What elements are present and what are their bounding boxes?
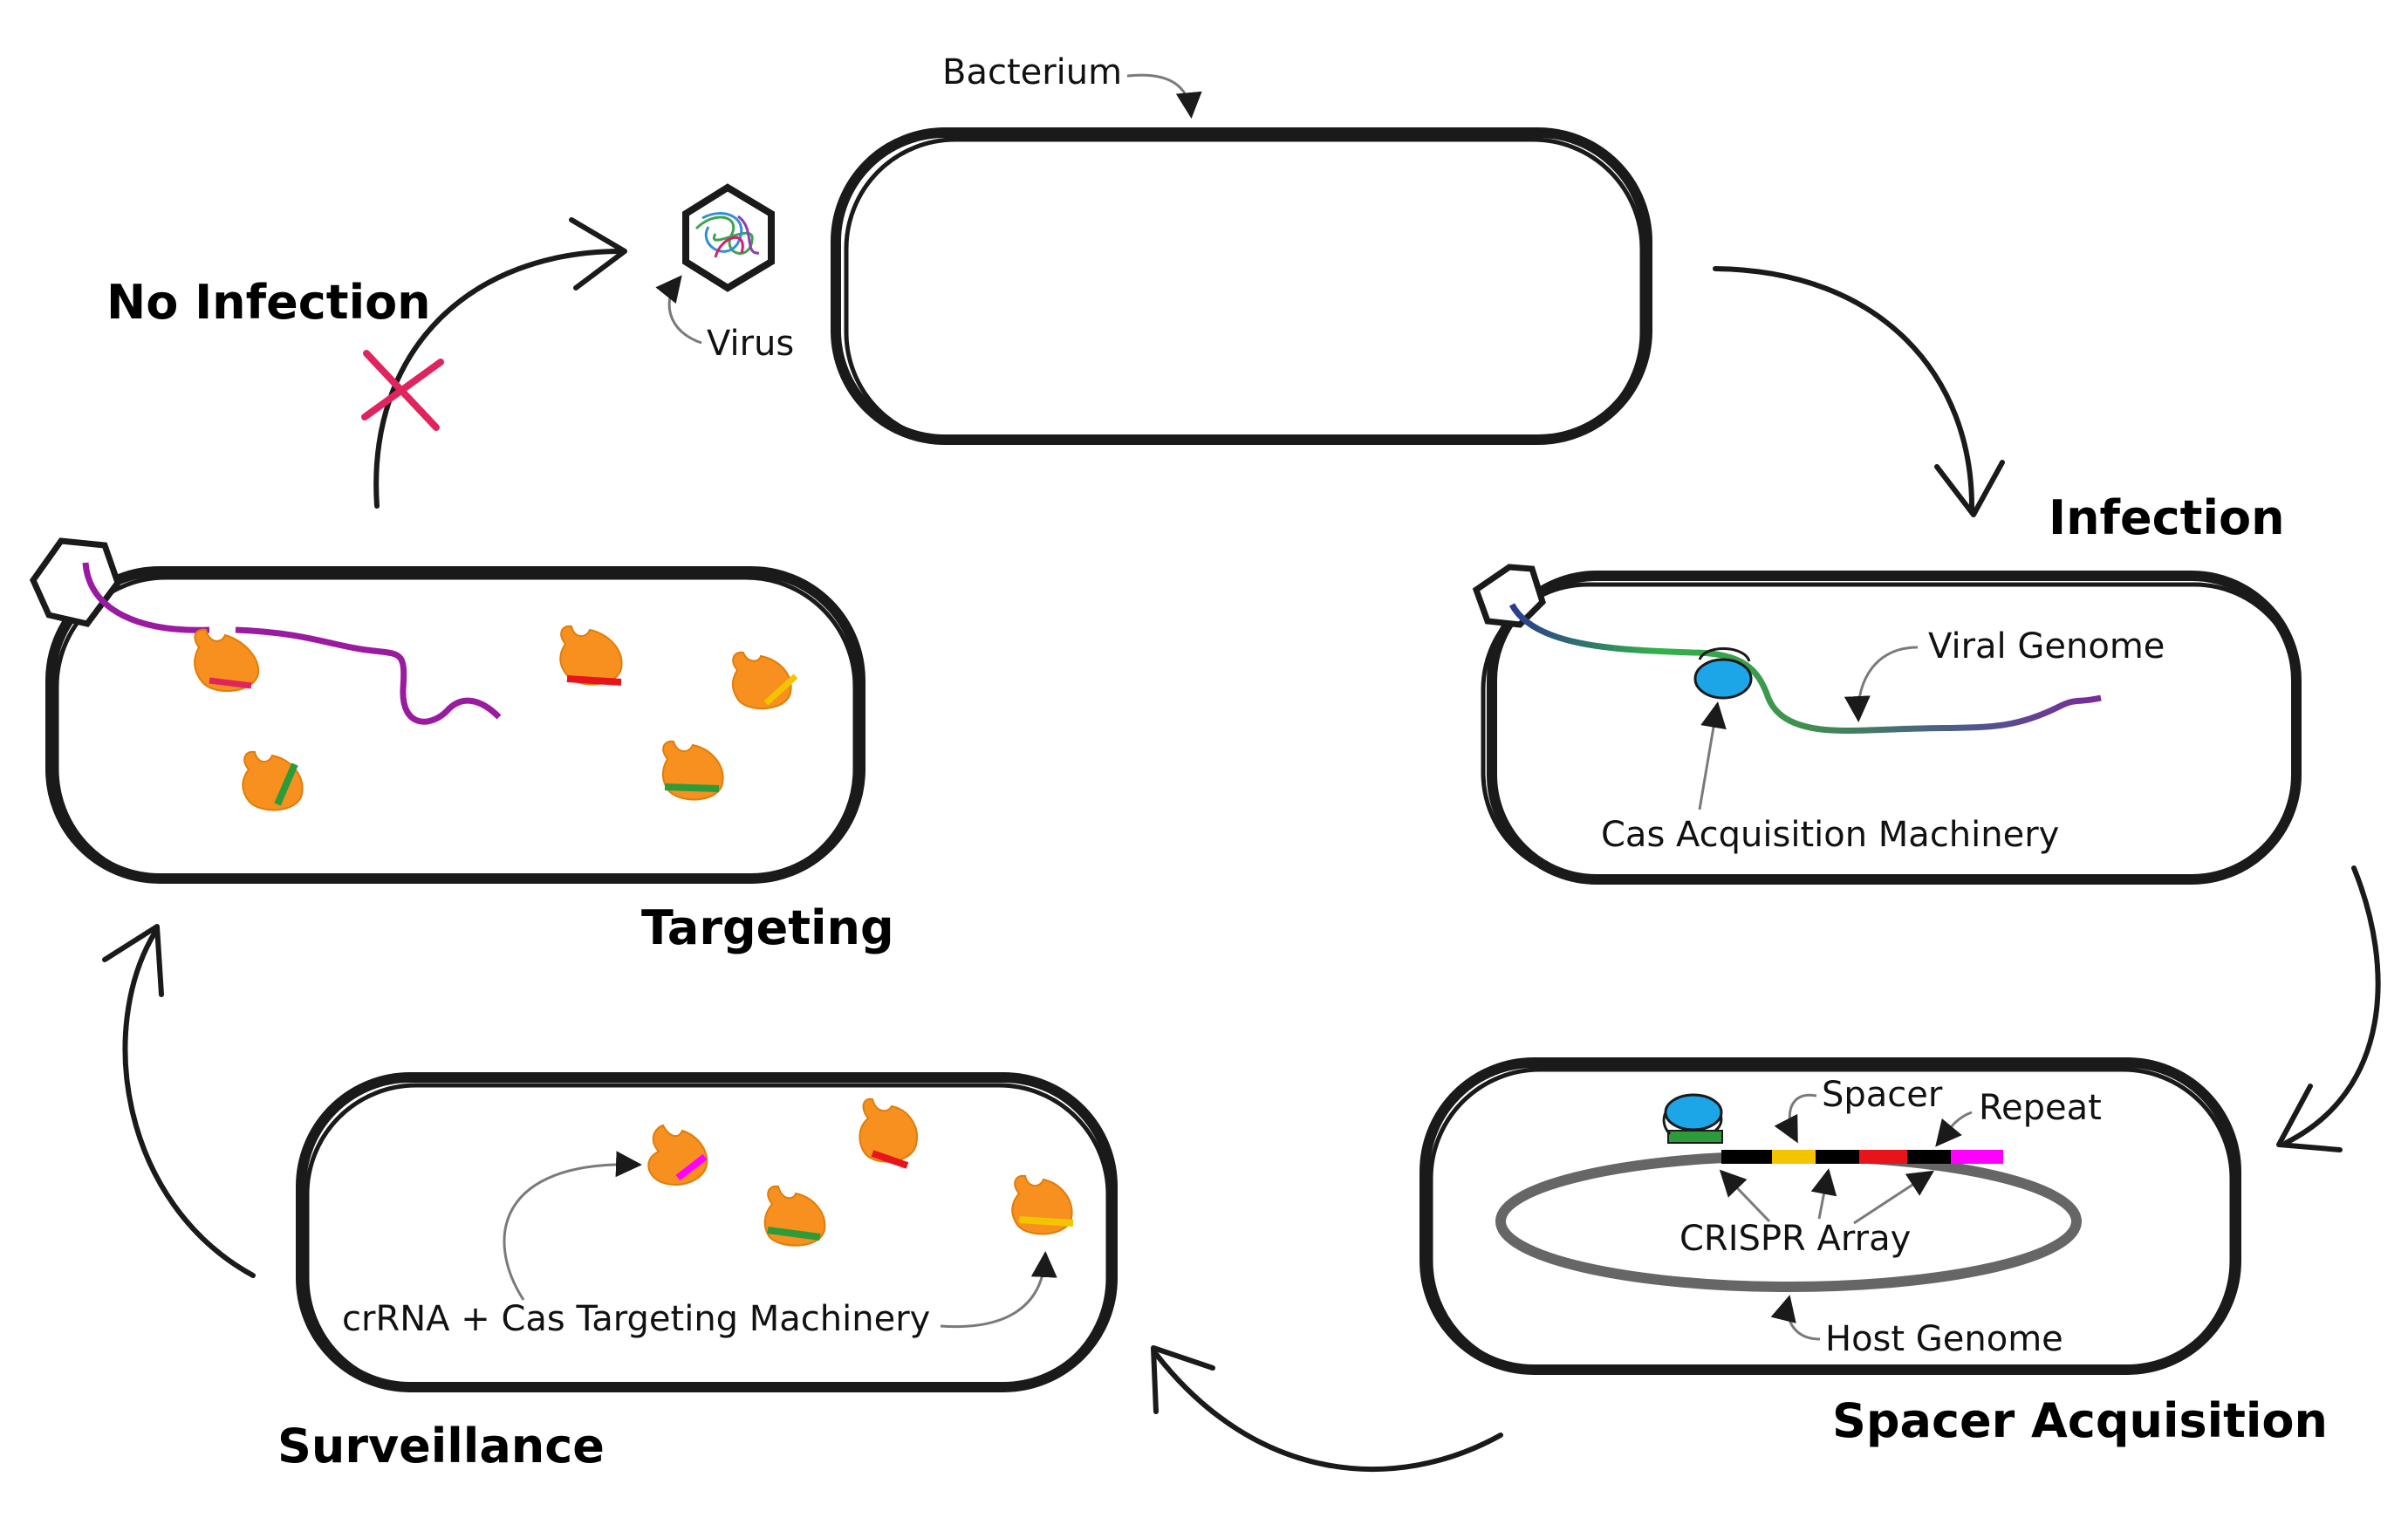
block-x-icon <box>361 350 444 431</box>
crispr-pointer-2 <box>1810 1168 1837 1220</box>
arrow-to-surveillance-head <box>1151 1345 1215 1414</box>
cas-complex-icon <box>763 1185 826 1247</box>
stage-targeting: Targeting <box>641 900 894 955</box>
phage-head-icon <box>29 537 121 627</box>
crispr-array-label: CRISPR Array <box>1679 1219 1911 1259</box>
spacer-acquisition-cell <box>1419 1057 2241 1375</box>
arrow-to-infection-head <box>1934 460 2005 517</box>
phage-head-icon <box>1472 564 1546 628</box>
viral-genome-label: Viral Genome <box>1928 626 2165 667</box>
crrna-pointer-right <box>940 1251 1057 1329</box>
viral-dna-strand <box>82 562 502 725</box>
no-infection-arrow <box>373 249 624 509</box>
cas-targeting-complex-icon <box>242 750 304 811</box>
host-genome-label: Host Genome <box>1825 1319 2063 1359</box>
bacterium-cell <box>831 127 1652 445</box>
cas-acquisition-protein-2-icon <box>1664 1093 1723 1132</box>
acquisition-clamp <box>1698 647 1751 662</box>
cas-complex-icon <box>1011 1174 1074 1235</box>
stage-infection: Infection <box>2049 490 2285 545</box>
arrow-to-infection <box>1713 266 1975 513</box>
virus-pointer <box>655 275 702 345</box>
new-spacer-icon <box>1667 1130 1723 1144</box>
stage-surveillance: Surveillance <box>277 1419 605 1474</box>
repeat-label: Repeat <box>1979 1088 2102 1128</box>
no-infection-arrowhead <box>569 217 627 291</box>
cas-complex-icon <box>647 1124 708 1186</box>
infection-cell <box>1481 571 2302 885</box>
cas-complex-icon <box>859 1097 919 1169</box>
host-genome-pointer <box>1770 1295 1821 1341</box>
crispr-array-icon <box>1721 1150 2003 1164</box>
targeting-cell <box>45 566 865 884</box>
surveillance-cell <box>296 1072 1118 1392</box>
bacterium-pointer <box>1126 73 1202 119</box>
crrna-targeting-label: crRNA + Cas Targeting Machinery <box>342 1299 930 1339</box>
cas-targeting-complex-icon <box>194 628 260 693</box>
virus-icon <box>682 183 775 292</box>
viral-genome-pointer <box>1844 646 1919 722</box>
cas-targeting-complex-icon <box>661 740 724 801</box>
viral-genome-strand <box>1508 603 2102 734</box>
repeat-pointer <box>1935 1111 1973 1147</box>
cas-acquisition-pointer <box>1698 701 1727 810</box>
bacterium-label: Bacterium <box>942 52 1122 92</box>
crrna-pointer-left <box>503 1151 642 1301</box>
arrow-to-spacer-acquisition-head <box>2276 1084 2343 1152</box>
crispr-pointer-3 <box>1853 1170 1935 1225</box>
spacer-pointer <box>1774 1093 1817 1144</box>
stage-spacer-acquisition: Spacer Acquisition <box>1832 1393 2328 1448</box>
virus-label: Virus <box>707 324 794 364</box>
cas-targeting-complex-icon <box>559 625 623 686</box>
arrow-to-targeting-head <box>102 924 164 997</box>
arrow-to-surveillance <box>1153 1351 1503 1472</box>
stage-no-infection: No Infection <box>106 275 431 330</box>
spacer-label: Spacer <box>1822 1075 1943 1115</box>
cas-acquisition-label: Cas Acquisition Machinery <box>1601 815 2059 855</box>
arrow-to-targeting <box>122 929 256 1278</box>
cas-targeting-complex-icon <box>731 651 798 710</box>
crispr-pointer-1 <box>1719 1169 1771 1223</box>
arrow-to-spacer-acquisition <box>2283 865 2381 1145</box>
cas-acquisition-protein-icon <box>1693 658 1753 700</box>
